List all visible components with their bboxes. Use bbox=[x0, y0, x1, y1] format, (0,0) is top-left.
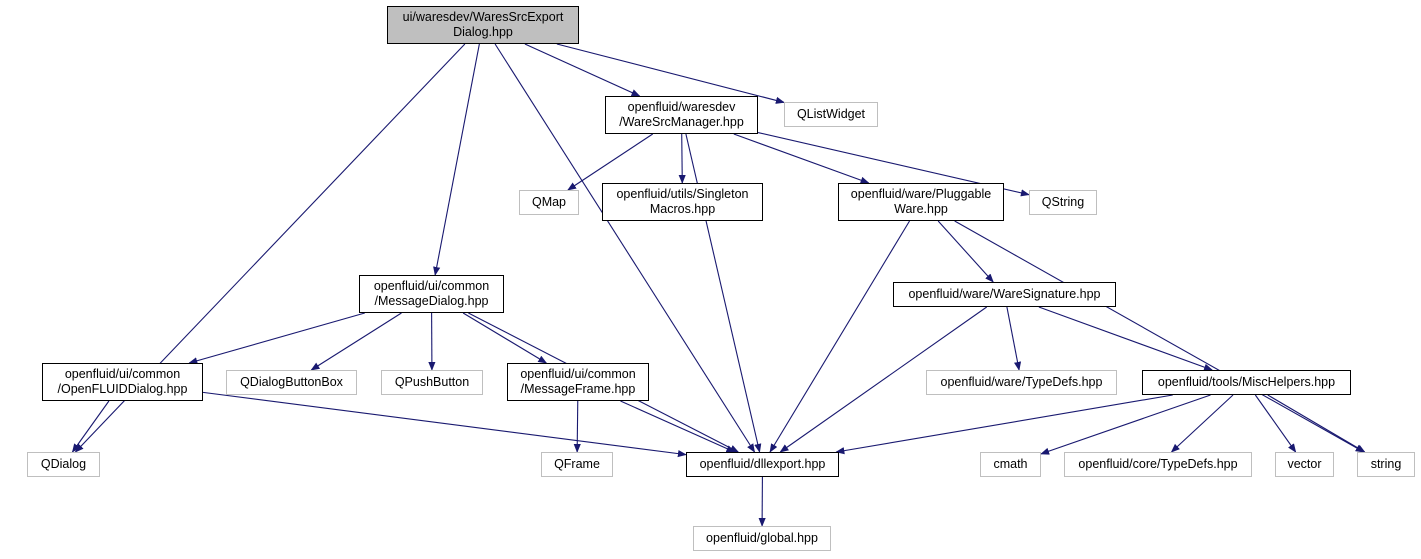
edge-mischelpers-to-coretypedefs bbox=[1170, 394, 1234, 453]
node-dllexport[interactable]: openfluid/dllexport.hpp bbox=[686, 452, 839, 477]
node-label-line: /WareSrcManager.hpp bbox=[619, 115, 744, 129]
node-qlistwidget: QListWidget bbox=[784, 102, 878, 127]
node-label: openfluid/tools/MiscHelpers.hpp bbox=[1157, 375, 1336, 389]
node-label: QDialog bbox=[40, 457, 87, 471]
edge-waresig-to-mischelpers bbox=[1038, 306, 1213, 371]
node-label-line: Macros.hpp bbox=[649, 202, 716, 216]
node-message-frame[interactable]: openfluid/ui/common /MessageFrame.hpp bbox=[507, 363, 649, 401]
edge-mischelpers-to-string bbox=[1267, 394, 1366, 453]
edge-mischelpers-to-dllexport bbox=[835, 394, 1173, 455]
edge-pluggable-to-waresig bbox=[937, 220, 994, 283]
node-global: openfluid/global.hpp bbox=[693, 526, 831, 551]
node-label: cmath bbox=[993, 457, 1028, 471]
edge-wsm-to-pluggable bbox=[733, 133, 870, 184]
edge-pluggable-to-dllexport bbox=[769, 220, 910, 453]
edge-wsm-to-qmap bbox=[567, 133, 654, 191]
node-label-line: Dialog.hpp bbox=[453, 25, 513, 39]
edge-wsm-to-singleton bbox=[678, 133, 686, 184]
edge-msgdlg-to-qdbb bbox=[310, 312, 402, 371]
node-core-typedefs: openfluid/core/TypeDefs.hpp bbox=[1064, 452, 1252, 477]
edge-msgdlg-to-ofdialog bbox=[188, 312, 365, 365]
edge-waresig-to-dllexport bbox=[779, 306, 988, 453]
node-label: QString bbox=[1041, 195, 1085, 209]
node-label: QMap bbox=[531, 195, 567, 209]
node-label: QFrame bbox=[554, 457, 600, 471]
node-qpushbutton: QPushButton bbox=[381, 370, 483, 395]
edge-msgdlg-to-msgframe bbox=[462, 312, 548, 364]
node-ware-typedefs: openfluid/ware/TypeDefs.hpp bbox=[926, 370, 1117, 395]
node-root-file: ui/waresdev/WaresSrcExport Dialog.hpp bbox=[387, 6, 579, 44]
node-label-line: /MessageFrame.hpp bbox=[520, 382, 636, 396]
node-label-line: /MessageDialog.hpp bbox=[374, 294, 489, 308]
node-ware-src-manager[interactable]: openfluid/waresdev /WareSrcManager.hpp bbox=[605, 96, 758, 134]
node-label: openfluid/dllexport.hpp bbox=[699, 457, 826, 471]
edge-ofdialog-to-dllexport bbox=[202, 391, 687, 458]
node-label-line: openfluid/waresdev bbox=[627, 100, 736, 114]
node-label: QListWidget bbox=[796, 107, 866, 121]
node-string: string bbox=[1357, 452, 1415, 477]
node-label-line: Ware.hpp bbox=[894, 202, 948, 216]
node-qframe: QFrame bbox=[541, 452, 613, 477]
edge-wsm-to-dllexport bbox=[685, 133, 762, 453]
node-label: QPushButton bbox=[394, 375, 470, 389]
node-label: openfluid/core/TypeDefs.hpp bbox=[1078, 457, 1238, 471]
node-misc-helpers[interactable]: openfluid/tools/MiscHelpers.hpp bbox=[1142, 370, 1351, 395]
edge-msgframe-to-qframe bbox=[573, 400, 581, 453]
edge-pluggable-to-string bbox=[954, 220, 1365, 453]
node-openfluid-dialog[interactable]: openfluid/ui/common /OpenFLUIDDialog.hpp bbox=[42, 363, 203, 401]
edge-root-to-qlist bbox=[556, 43, 785, 104]
node-cmath: cmath bbox=[980, 452, 1041, 477]
node-qdialogbuttonbox: QDialogButtonBox bbox=[226, 370, 357, 395]
edge-root-to-dllexport bbox=[494, 43, 756, 453]
node-label: openfluid/ware/WareSignature.hpp bbox=[908, 287, 1101, 301]
node-label: string bbox=[1370, 457, 1402, 471]
edge-msgframe-to-dllexport bbox=[620, 400, 736, 453]
edge-root-to-msgdlg bbox=[433, 43, 480, 276]
node-label-line: openfluid/ui/common bbox=[64, 367, 181, 381]
node-qmap: QMap bbox=[519, 190, 579, 215]
node-ware-signature[interactable]: openfluid/ware/WareSignature.hpp bbox=[893, 282, 1116, 307]
node-label: openfluid/global.hpp bbox=[706, 531, 818, 545]
node-singleton-macros[interactable]: openfluid/utils/Singleton Macros.hpp bbox=[602, 183, 763, 221]
node-label-line: openfluid/utils/Singleton bbox=[616, 187, 749, 201]
node-message-dialog[interactable]: openfluid/ui/common /MessageDialog.hpp bbox=[359, 275, 504, 313]
edge-mischelpers-to-vector bbox=[1254, 394, 1297, 453]
node-label: QDialogButtonBox bbox=[240, 375, 343, 389]
node-label-line: openfluid/ui/common bbox=[373, 279, 490, 293]
edge-waresig-to-waretypedefs bbox=[1006, 306, 1022, 371]
edge-ofdialog-to-qdialog bbox=[71, 400, 110, 453]
node-qdialog: QDialog bbox=[27, 452, 100, 477]
node-label-line: openfluid/ui/common bbox=[520, 367, 636, 381]
node-label: openfluid/ware/TypeDefs.hpp bbox=[940, 375, 1103, 389]
node-label-line: ui/waresdev/WaresSrcExport bbox=[402, 10, 564, 24]
node-label-line: openfluid/ware/Pluggable bbox=[850, 187, 992, 201]
edge-root-to-wsm bbox=[524, 43, 641, 97]
node-label: vector bbox=[1287, 457, 1322, 471]
node-pluggable-ware[interactable]: openfluid/ware/Pluggable Ware.hpp bbox=[838, 183, 1004, 221]
node-qstring: QString bbox=[1029, 190, 1097, 215]
edge-mischelpers-to-cmath bbox=[1040, 394, 1211, 455]
node-vector: vector bbox=[1275, 452, 1334, 477]
node-label-line: /OpenFLUIDDialog.hpp bbox=[57, 382, 188, 396]
